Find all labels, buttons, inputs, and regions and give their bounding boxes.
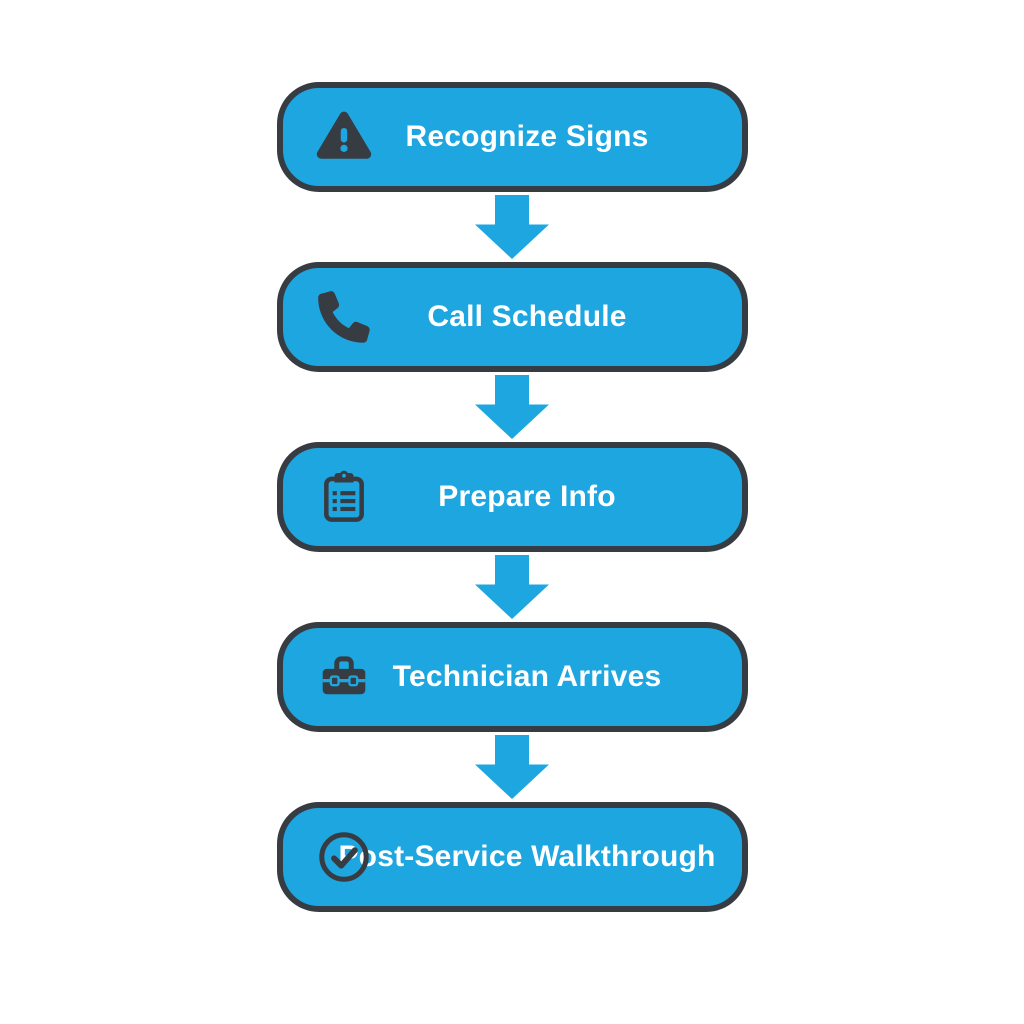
- check-circle-icon: [315, 828, 373, 886]
- step-label: Prepare Info: [438, 480, 616, 513]
- clipboard-icon: [315, 468, 373, 526]
- toolbox-icon: [315, 648, 373, 706]
- down-arrow: [475, 555, 549, 619]
- flowchart: Recognize Signs Call Schedule: [0, 82, 1024, 912]
- step-call-schedule: Call Schedule: [276, 262, 748, 372]
- step-prepare-info: Prepare Info: [276, 442, 748, 552]
- down-arrow: [475, 195, 549, 259]
- step-label: Recognize Signs: [405, 120, 649, 153]
- down-arrow: [475, 735, 549, 799]
- step-technician-arrives: Technician Arrives: [276, 622, 748, 732]
- warning-icon: [315, 108, 373, 166]
- phone-icon: [315, 288, 373, 346]
- step-recognize-signs: Recognize Signs: [276, 82, 748, 192]
- down-arrow: [475, 375, 549, 439]
- step-post-service-walkthrough: Post-Service Walkthrough: [276, 802, 748, 912]
- step-label: Post-Service Walkthrough: [338, 840, 716, 873]
- step-label: Technician Arrives: [392, 660, 662, 693]
- step-label: Call Schedule: [427, 300, 627, 333]
